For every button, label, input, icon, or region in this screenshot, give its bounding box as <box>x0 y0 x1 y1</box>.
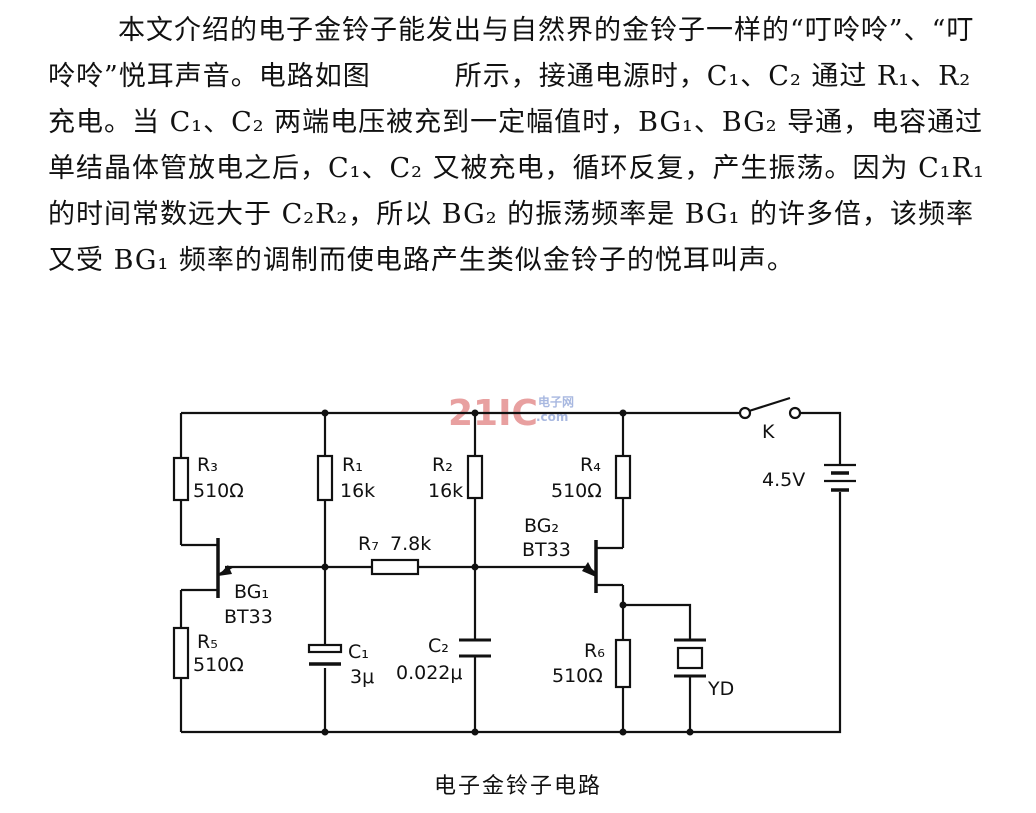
resistor-r3 <box>172 456 190 502</box>
article-text: 本文介绍的电子金铃子能发出与自然界的金铃子一样的“叮呤呤”、“叮呤呤”悦耳声音。… <box>48 15 985 276</box>
label-r3-name: R₃ <box>197 454 218 476</box>
label-r4-name: R₄ <box>580 454 601 476</box>
transistor-bg2 <box>582 540 598 593</box>
resistor-r1 <box>316 454 334 502</box>
article-paragraph: 本文介绍的电子金铃子能发出与自然界的金铃子一样的“叮呤呤”、“叮呤呤”悦耳声音。… <box>48 8 998 284</box>
label-c2-value: 0.022μ <box>396 662 462 684</box>
label-bg2-type: BT33 <box>522 539 571 561</box>
label-c2-name: C₂ <box>428 635 449 657</box>
label-k: K <box>762 421 775 443</box>
label-r7-value: 7.8k <box>390 533 431 555</box>
resistor-r5 <box>172 626 190 680</box>
label-r1-value: 16k <box>340 480 375 502</box>
label-bg1-type: BT33 <box>224 606 273 628</box>
resistor-r6 <box>614 638 632 689</box>
label-r4-value: 510Ω <box>551 480 602 502</box>
label-r5-name: R₅ <box>197 631 218 653</box>
label-bg2-name: BG₂ <box>524 515 559 537</box>
resistor-r4 <box>614 454 632 500</box>
label-r2-value: 16k <box>428 480 463 502</box>
capacitor-c1 <box>307 643 343 666</box>
label-r5-value: 510Ω <box>193 654 244 676</box>
label-yd: YD <box>707 678 734 700</box>
junctions <box>321 409 694 736</box>
figure-caption: 电子金铃子电路 <box>433 774 602 799</box>
circuit-diagram: 21IC 电子网 .com <box>172 393 856 736</box>
label-battery: 4.5V <box>762 469 805 491</box>
transistor-bg1 <box>216 538 233 598</box>
label-c1-name: C₁ <box>348 641 369 663</box>
resistor-r2 <box>466 454 484 500</box>
watermark-cn: 电子网 <box>538 394 574 409</box>
buzzer-yd <box>674 638 706 678</box>
label-r6-value: 510Ω <box>552 665 603 687</box>
label-r6-name: R₆ <box>584 640 605 662</box>
resistor-r7 <box>370 558 420 576</box>
label-c1-value: 3μ <box>350 666 374 688</box>
label-r2-name: R₂ <box>432 454 453 476</box>
wires <box>179 411 842 734</box>
battery <box>824 463 856 492</box>
capacitor-c2 <box>459 638 491 658</box>
switch-k <box>738 396 802 420</box>
label-r3-value: 510Ω <box>193 480 244 502</box>
label-r7-name: R₇ <box>358 533 379 555</box>
label-bg1-name: BG₁ <box>234 581 269 603</box>
label-r1-name: R₁ <box>342 454 363 476</box>
